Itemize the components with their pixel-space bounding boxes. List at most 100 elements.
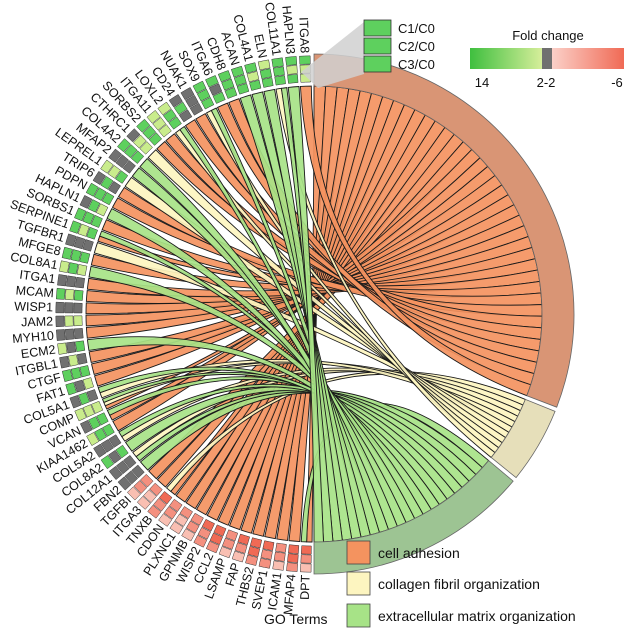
heat-cell-trip6-2	[100, 175, 114, 190]
go-terms-legend: cell adhesion collagen fibril organizati…	[264, 540, 576, 628]
heat-cell-mcam-3	[55, 287, 66, 300]
heat-cell-fbn2-2	[124, 470, 139, 485]
heat-cell-tgfbr1-2	[73, 236, 86, 250]
heat-cell-svep1-2	[260, 549, 273, 560]
heat-cell-fbn2-1	[131, 464, 145, 479]
heat-cell-leprel1-3	[100, 159, 114, 174]
heat-cell-col5a1-3	[69, 395, 82, 409]
heat-cell-pdpn-2	[93, 187, 107, 201]
go-terms-title: GO Terms	[264, 611, 328, 627]
heat-cell-acan-2	[233, 74, 247, 87]
comparison-legend: C1/C0 C2/C0 C3/C0	[363, 19, 435, 73]
fold-change-bar-up	[470, 48, 542, 69]
go-term-label-collagen: collagen fibril organization	[378, 576, 540, 592]
ribbon-layer	[85, 85, 543, 543]
gene-label-fap: FAP	[223, 561, 243, 588]
heat-cell-itga3-3	[136, 495, 151, 510]
heat-cell-sorbs2-2	[142, 125, 157, 140]
heat-cell-col4a1-2	[246, 71, 260, 83]
heat-cell-nuak1-3	[180, 87, 195, 101]
fold-change-title: Fold change	[512, 28, 584, 43]
heat-cell-wisp1-3	[55, 301, 65, 314]
heat-cell-itga1-1	[75, 276, 86, 289]
heat-cell-gpnmb-3	[181, 528, 196, 542]
heat-cell-sox9-3	[192, 80, 207, 94]
heat-cell-lsamp-1	[225, 529, 239, 542]
fold-change-tick-zero: 2-2	[537, 75, 556, 90]
heat-cell-sorbs1-1	[90, 214, 103, 228]
heat-cell-sox9-1	[201, 96, 215, 110]
heat-cell-mfap2-2	[115, 154, 129, 169]
heat-cell-mcam-2	[64, 288, 75, 301]
heat-cell-vcan-1	[96, 412, 109, 426]
heat-cell-col8a2-3	[100, 455, 115, 470]
heat-cell-hapln1-3	[79, 195, 93, 209]
heat-cell-comp-2	[82, 404, 95, 418]
gene-label-hapln3: HAPLN3	[279, 5, 297, 55]
heat-cell-tgfbi-3	[126, 486, 141, 501]
heat-cell-mfge8-2	[70, 249, 82, 262]
heat-cell-hapln1-2	[87, 199, 101, 213]
heat-cell-col4a2-2	[123, 144, 138, 159]
heat-cell-pdpn-3	[85, 182, 99, 197]
go-term-swatch-cell-adhesion	[346, 540, 371, 565]
go-term-swatch-collagen	[346, 571, 371, 596]
heat-cell-loxl2-3	[157, 101, 172, 116]
fold-change-ring	[55, 55, 312, 573]
go-term-arc-0	[313, 53, 575, 408]
heat-cell-col5a2-1	[108, 434, 122, 448]
heat-cell-sorbs1-2	[82, 211, 95, 225]
heat-cell-tgfbi-1	[140, 473, 154, 488]
heat-cell-tgfbi-2	[133, 480, 148, 494]
heat-cell-col5a1-1	[86, 389, 99, 402]
gene-label-eln: ELN	[251, 33, 270, 60]
heat-cell-sorbs2-1	[148, 132, 163, 146]
heat-cell-itgbl1-1	[76, 352, 88, 365]
heat-cell-tnxb-1	[158, 491, 173, 505]
heat-cell-col11a1-3	[271, 57, 284, 68]
heat-cell-fat1-3	[65, 382, 77, 396]
heat-cell-jam2-3	[55, 315, 65, 328]
heat-cell-fat1-1	[82, 377, 95, 390]
heat-cell-svep1-1	[262, 540, 275, 551]
heat-cell-col8a2-2	[108, 449, 122, 464]
heat-cell-ctgf-3	[61, 369, 74, 382]
heat-cell-loxl2-1	[168, 116, 182, 130]
heat-cell-itga1-2	[66, 275, 77, 288]
heat-cell-myh10-1	[73, 328, 84, 340]
heat-cell-kiaa1462-3	[86, 432, 100, 446]
gene-label-dpt: DPT	[298, 574, 313, 600]
heat-cell-tgfbr1-1	[82, 239, 94, 252]
comparison-callout-wedge	[301, 22, 364, 88]
heat-cell-plxnc1-3	[169, 521, 184, 535]
heat-cell-eln-2	[259, 68, 272, 80]
heat-cell-col11a1-2	[272, 66, 285, 77]
heat-cell-col11a1-1	[274, 75, 286, 86]
heat-cell-ccl2-3	[205, 540, 220, 554]
gene-label-ecm2: ECM2	[20, 343, 56, 362]
heat-cell-hapln3-3	[285, 56, 298, 66]
heat-cell-myh10-3	[56, 329, 66, 341]
heat-cell-ccl2-2	[209, 532, 223, 545]
heat-cell-jam2-2	[64, 315, 74, 327]
heat-cell-leprel1-1	[115, 170, 129, 184]
heat-cell-itga11-3	[146, 109, 161, 124]
heat-cell-serpine1-2	[77, 223, 90, 237]
fold-change-tick-high: 14	[475, 75, 489, 90]
heat-cell-col4a1-1	[249, 79, 262, 91]
heat-cell-wisp1-1	[73, 302, 83, 314]
gene-label-myh10: MYH10	[12, 329, 55, 346]
heat-cell-thbs2-2	[247, 546, 261, 558]
heat-cell-col12a1-3	[108, 465, 123, 481]
heat-cell-mfge8-3	[61, 246, 73, 260]
heat-cell-sox9-2	[196, 88, 211, 102]
heat-cell-trip6-1	[108, 180, 121, 195]
heat-cell-fbn2-3	[117, 476, 132, 491]
heat-cell-acan-3	[230, 65, 245, 78]
heat-cell-mcam-1	[73, 289, 84, 301]
heat-cell-gpnmb-2	[185, 520, 200, 534]
heat-cell-lsamp-3	[218, 546, 233, 559]
comparison-label-2: C2/C0	[398, 39, 435, 54]
heat-cell-col5a2-2	[100, 439, 114, 453]
